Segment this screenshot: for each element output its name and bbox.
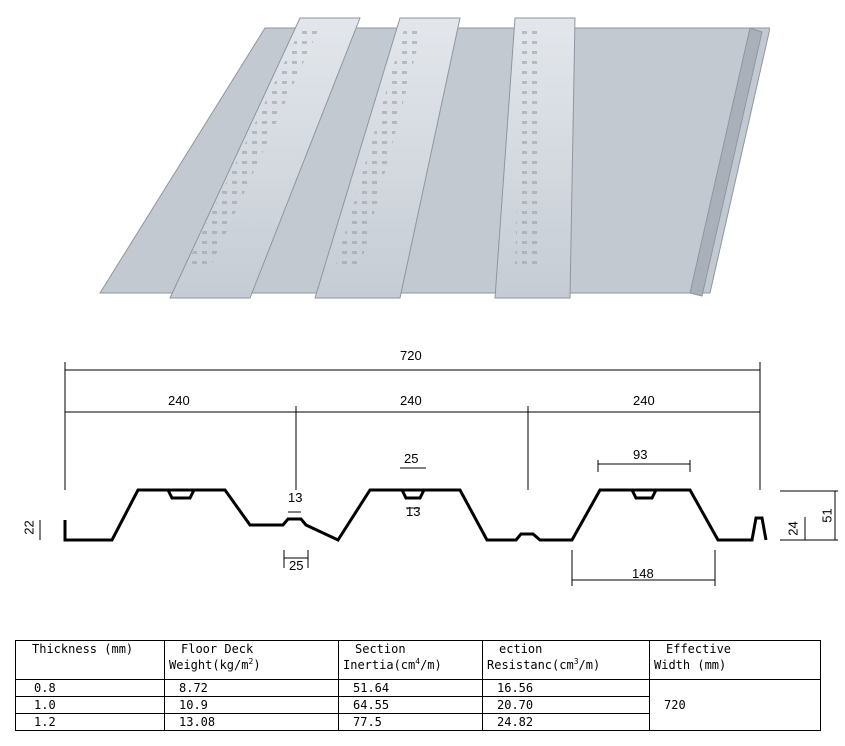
spec-table: Thickness (mm) Floor Deck Weight(kg/m2) … [15, 640, 821, 731]
cell-resistance: 20.70 [482, 696, 650, 714]
dim-label-720: 720 [400, 348, 422, 363]
dim-label-240-3: 240 [633, 393, 655, 408]
deck-profile-line [63, 488, 768, 542]
header-resistance: ection Resistanc(cm3/m) [482, 640, 650, 680]
sheet-edge-lip [689, 27, 763, 297]
rib-1 [169, 17, 361, 299]
rib-2 [314, 17, 461, 299]
dim-label-13-rib: 13 [288, 490, 303, 505]
dim-label-24: 24 [785, 521, 801, 536]
dim-label-240-1: 240 [168, 393, 190, 408]
cell-resistance: 24.82 [482, 713, 650, 731]
cell-thickness: 0.8 [15, 679, 165, 697]
dim-label-51: 51 [819, 508, 835, 523]
header-weight: Floor Deck Weight(kg/m2) [164, 640, 339, 680]
floor-deck-3d-render [99, 17, 770, 299]
cell-resistance: 16.56 [482, 679, 650, 697]
profile-cross-section [39, 362, 838, 586]
table-header-row: Thickness (mm) Floor Deck Weight(kg/m2) … [15, 640, 821, 680]
table-row: 0.8 8.72 51.64 16.56 720 [15, 679, 821, 731]
dim-label-13-top: 13 [406, 504, 421, 519]
cell-inertia: 64.55 [338, 696, 483, 714]
dim-label-148: 148 [632, 566, 654, 581]
cell-weight: 10.9 [164, 696, 339, 714]
table-row: 1.0 10.9 64.55 20.70 [15, 696, 821, 714]
dim-label-25-rib: 25 [289, 558, 304, 573]
cell-inertia: 51.64 [338, 679, 483, 697]
rib-3 [494, 17, 576, 299]
cell-thickness: 1.0 [15, 696, 165, 714]
header-inertia: Section Inertia(cm4/m) [338, 640, 483, 680]
cell-weight: 13.08 [164, 713, 339, 731]
dim-label-93: 93 [633, 447, 648, 462]
cell-inertia: 77.5 [338, 713, 483, 731]
dim-label-22: 22 [21, 520, 37, 535]
cell-effective-width: 720 [649, 679, 821, 731]
cell-weight: 8.72 [164, 679, 339, 697]
dim-label-240-2: 240 [400, 393, 422, 408]
cell-thickness: 1.2 [15, 713, 165, 731]
header-effective-width: Effective Width (mm) [649, 640, 821, 680]
table-row: 1.2 13.08 77.5 24.82 [15, 713, 821, 731]
header-thickness: Thickness (mm) [15, 640, 165, 680]
dim-label-25-top: 25 [404, 451, 419, 466]
